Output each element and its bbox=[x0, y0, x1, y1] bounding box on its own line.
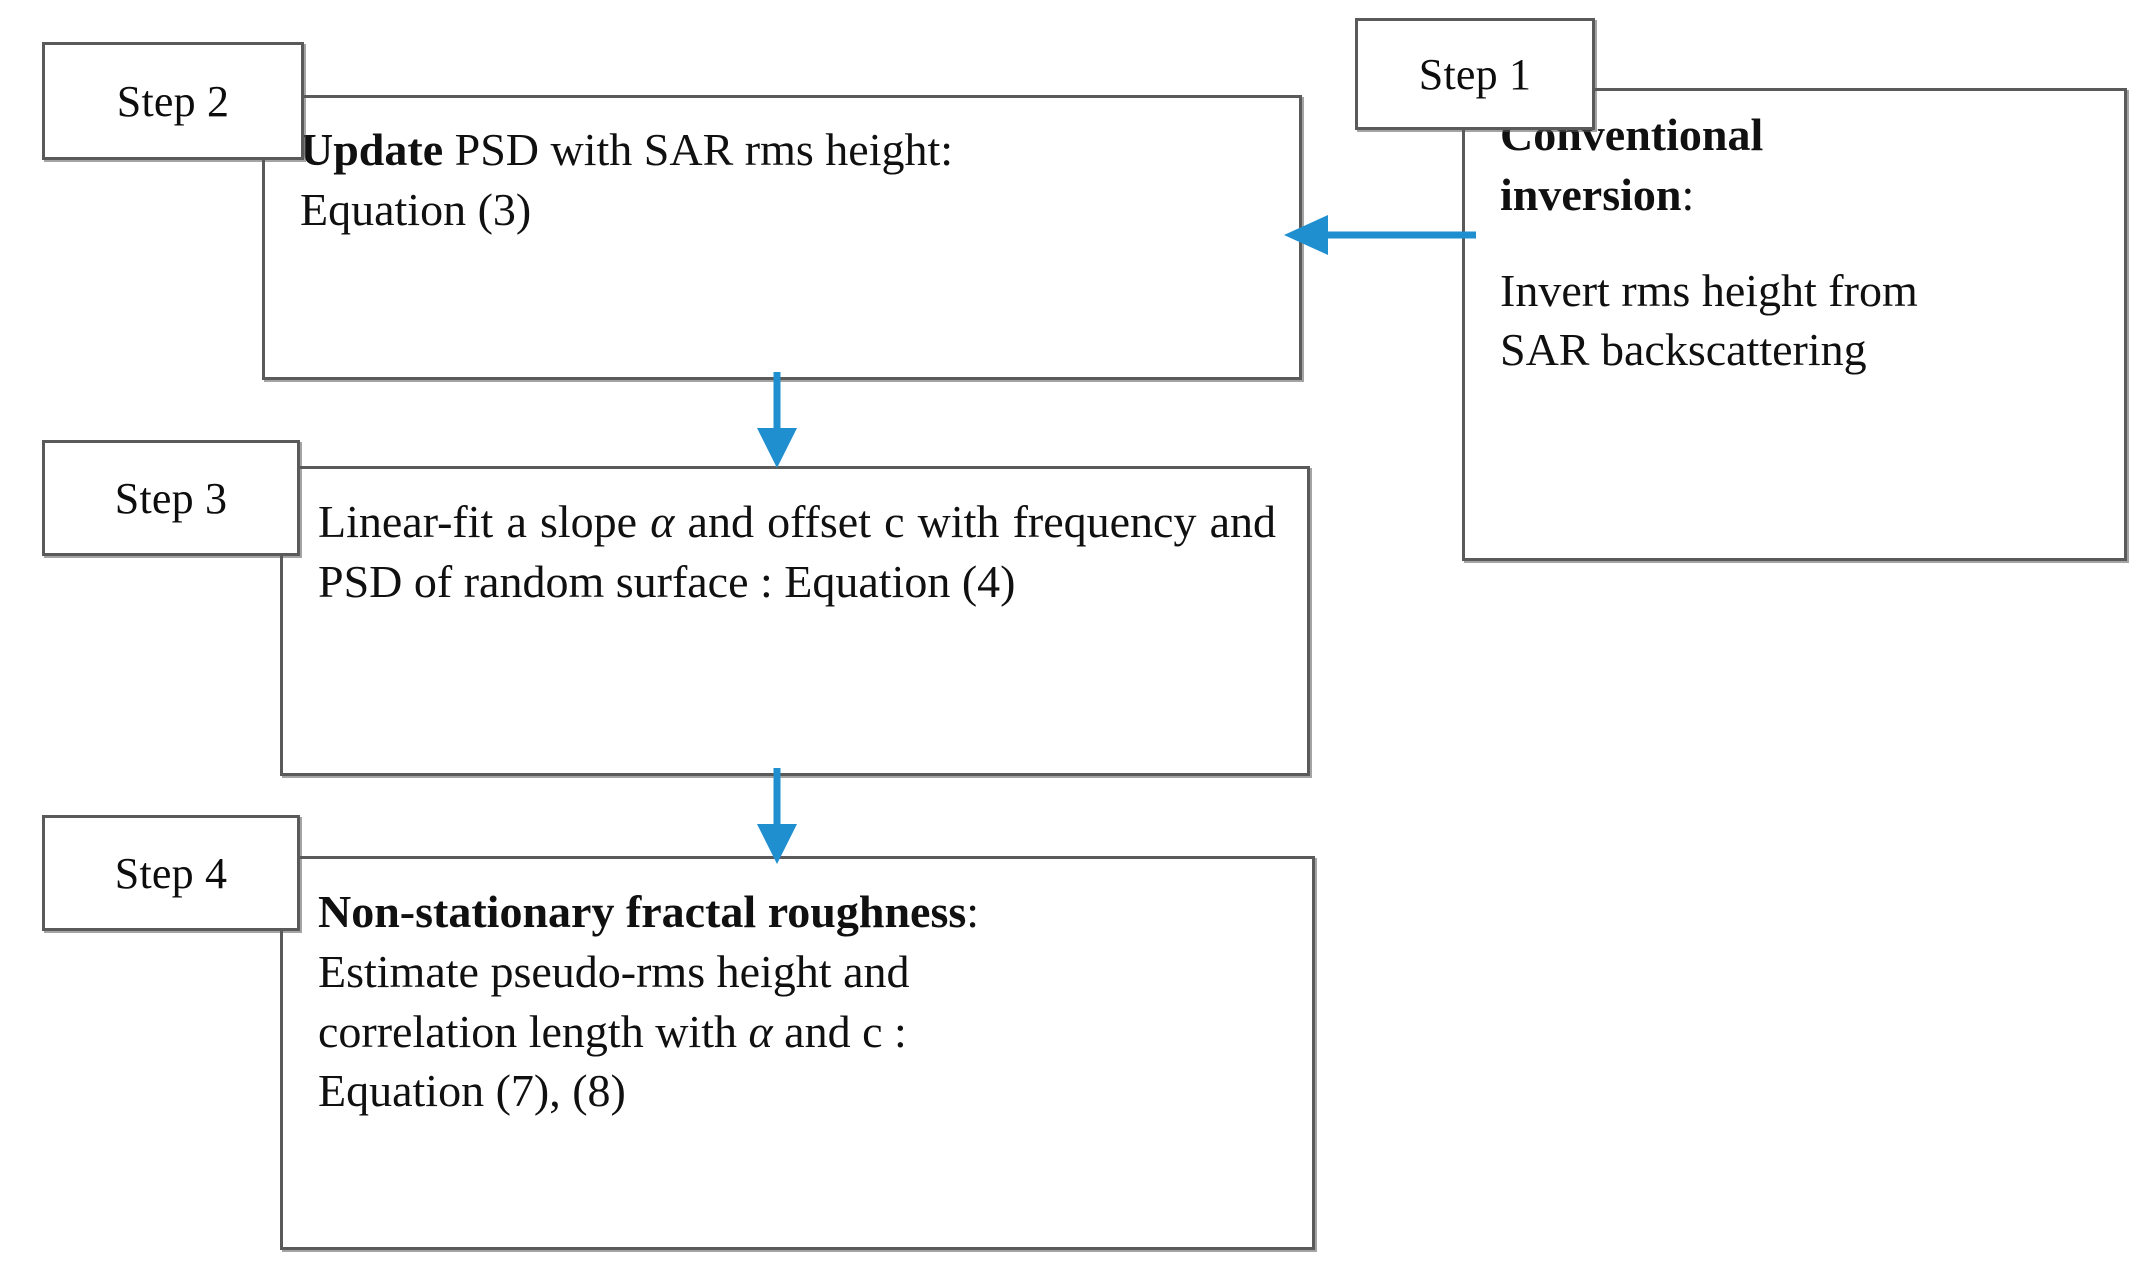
step3-body-text: Linear-fit a slope α and offset c with f… bbox=[318, 492, 1276, 612]
step4-body-line3: Equation (7), (8) bbox=[318, 1065, 626, 1117]
step2-tab-label: Step 2 bbox=[116, 76, 230, 126]
step3-text-part1: Linear-fit a slope bbox=[318, 496, 651, 547]
step1-title-line2: inversion bbox=[1500, 168, 1682, 220]
step3-text-part2: and offset c with frequency and PSD of r… bbox=[318, 496, 1277, 607]
step4-title-colon: : bbox=[966, 886, 980, 937]
step4-body-line1: Estimate pseudo-rms height and bbox=[318, 945, 910, 997]
step2-equation-text: Equation (3) bbox=[300, 183, 532, 235]
step4-body-line2-part1: correlation length with bbox=[318, 1005, 749, 1057]
alpha-symbol-icon: α bbox=[748, 1005, 773, 1057]
connector-step2-to-step3 bbox=[757, 372, 797, 468]
step1-body-line1: Invert rms height from bbox=[1500, 264, 1918, 316]
step4-title-bold: Non-stationary fractal roughness bbox=[318, 886, 967, 937]
step1-title-colon: : bbox=[1681, 168, 1695, 220]
step2-title-rest: PSD with SAR rms height: bbox=[443, 124, 954, 175]
alpha-symbol-icon: α bbox=[650, 496, 675, 547]
step4-body-line2-part2: and c : bbox=[772, 1005, 907, 1057]
arrow-head-left-icon bbox=[1284, 215, 1328, 255]
step2-title-bold: Update bbox=[300, 124, 444, 175]
arrow-head-down-icon bbox=[757, 428, 797, 468]
step1-panel[interactable] bbox=[1462, 88, 2127, 561]
step1-body-text: Conventional inversion: Invert rms heigh… bbox=[1500, 105, 2110, 380]
step3-tab[interactable]: Step 3 bbox=[42, 440, 300, 556]
step2-body-text: Update PSD with SAR rms height: Equation… bbox=[300, 120, 1260, 240]
step4-tab-label: Step 4 bbox=[114, 848, 228, 898]
connector-step1-to-step2 bbox=[1284, 215, 1476, 255]
connector-step3-to-step4 bbox=[757, 768, 797, 864]
step1-tab-label: Step 1 bbox=[1418, 49, 1532, 99]
step4-panel[interactable] bbox=[280, 856, 1315, 1250]
arrow-head-down-icon bbox=[757, 824, 797, 864]
step4-body-text: Non-stationary fractal roughness: Estima… bbox=[318, 882, 1283, 1121]
step1-spacer bbox=[1500, 225, 2110, 261]
step4-tab[interactable]: Step 4 bbox=[42, 815, 300, 931]
step2-panel[interactable] bbox=[262, 95, 1302, 380]
step2-tab[interactable]: Step 2 bbox=[42, 42, 304, 160]
step3-panel[interactable] bbox=[280, 466, 1310, 776]
step1-tab[interactable]: Step 1 bbox=[1355, 18, 1595, 130]
step1-body-line2: SAR backscattering bbox=[1500, 324, 1867, 376]
step3-tab-label: Step 3 bbox=[114, 473, 228, 523]
